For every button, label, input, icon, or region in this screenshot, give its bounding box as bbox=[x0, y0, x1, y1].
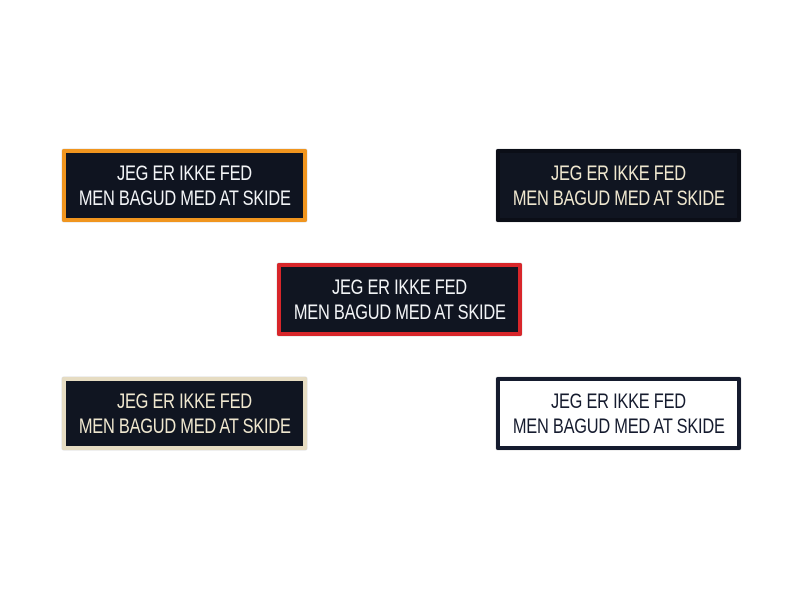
patch-black-border: JEG ER IKKE FED MEN BAGUD MED AT SKIDE bbox=[496, 149, 741, 222]
patch-cream-border: JEG ER IKKE FED MEN BAGUD MED AT SKIDE bbox=[62, 377, 307, 450]
patch-line-1: JEG ER IKKE FED bbox=[332, 275, 467, 299]
patch-red-border: JEG ER IKKE FED MEN BAGUD MED AT SKIDE bbox=[277, 263, 522, 336]
patch-line-2: MEN BAGUD MED AT SKIDE bbox=[78, 186, 291, 210]
patch-line-1: JEG ER IKKE FED bbox=[551, 389, 686, 413]
patch-line-2: MEN BAGUD MED AT SKIDE bbox=[512, 414, 725, 438]
patch-line-1: JEG ER IKKE FED bbox=[117, 161, 252, 185]
patch-line-2: MEN BAGUD MED AT SKIDE bbox=[293, 300, 506, 324]
patch-orange-border: JEG ER IKKE FED MEN BAGUD MED AT SKIDE bbox=[62, 149, 307, 222]
patch-line-1: JEG ER IKKE FED bbox=[117, 389, 252, 413]
patch-line-2: MEN BAGUD MED AT SKIDE bbox=[512, 186, 725, 210]
patch-line-2: MEN BAGUD MED AT SKIDE bbox=[78, 414, 291, 438]
patch-line-1: JEG ER IKKE FED bbox=[551, 161, 686, 185]
patch-white-navy-border: JEG ER IKKE FED MEN BAGUD MED AT SKIDE bbox=[496, 377, 741, 450]
